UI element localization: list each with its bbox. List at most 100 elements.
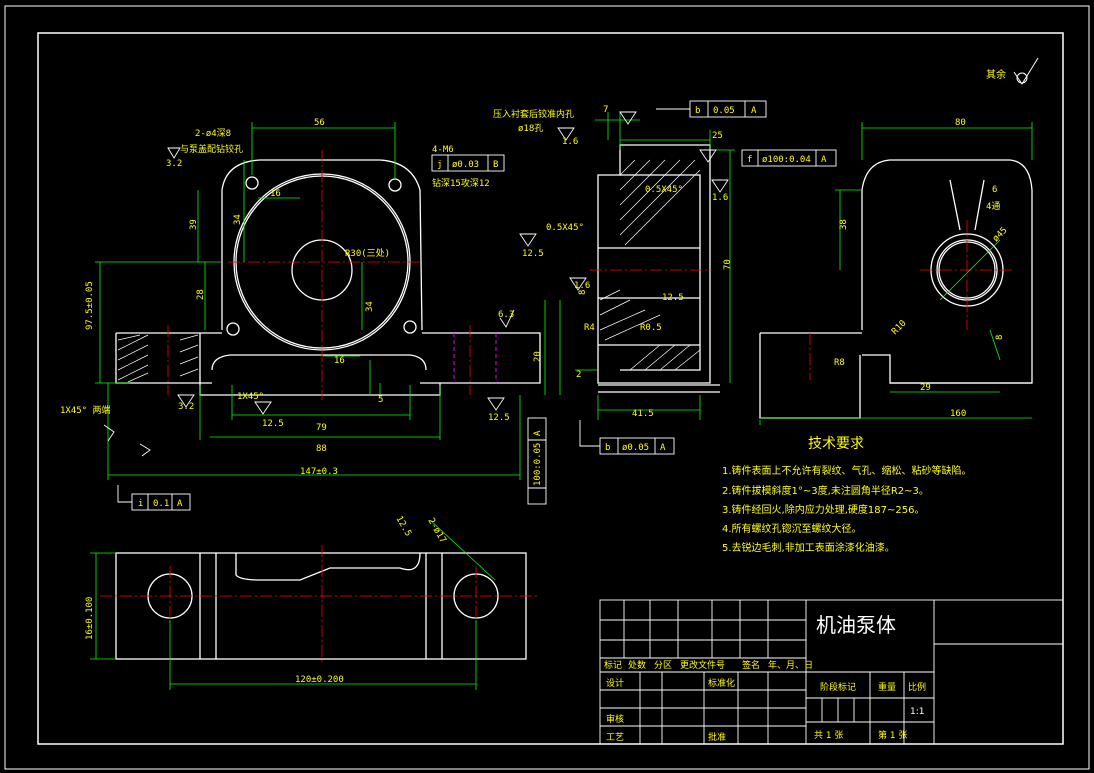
svg-text:标记: 标记 <box>604 659 622 671</box>
tol-i-datum: A <box>177 499 183 509</box>
svg-text:120±0.200: 120±0.200 <box>295 675 344 685</box>
bottom-view <box>115 552 527 660</box>
svg-text:4-M6: 4-M6 <box>432 145 454 155</box>
front-view-dim-texts: 56 16 34 39 28 34 16 79 88 147±0.3 97.5±… <box>60 118 490 477</box>
outer-frame <box>4 5 1090 770</box>
front-view <box>115 159 541 396</box>
svg-text:压入衬套后铰准内孔: 压入衬套后铰准内孔 <box>493 108 574 120</box>
rough-sec-2: 12.5 <box>522 249 544 259</box>
svg-text:工艺: 工艺 <box>606 732 624 743</box>
svg-text:2: 2 <box>576 370 581 380</box>
rough-front-2: 3.2 <box>178 402 194 412</box>
svg-text:ø18孔: ø18孔 <box>518 123 543 134</box>
tolerance-frame-vertical <box>527 417 547 505</box>
svg-text:12.5: 12.5 <box>393 515 413 539</box>
svg-text:16: 16 <box>270 189 281 199</box>
svg-text:88: 88 <box>316 444 327 454</box>
roughness-marks-front <box>103 147 515 457</box>
svg-text:更改文件号: 更改文件号 <box>680 659 725 671</box>
inner-frame <box>37 32 1064 745</box>
front-view-centerlines <box>167 150 471 400</box>
svg-text:R0.5: R0.5 <box>640 323 662 333</box>
svg-text:R8: R8 <box>834 358 845 368</box>
tol-i-letter: i <box>138 499 143 509</box>
tol-b-bottom-datum: A <box>660 443 666 453</box>
roughness-symbol-rest <box>1013 57 1039 85</box>
front-view-hatch <box>117 334 199 383</box>
svg-text:38: 38 <box>839 219 849 230</box>
tol-b-top-value: 0.05 <box>713 106 735 116</box>
svg-text:34: 34 <box>365 301 375 312</box>
side-view-centerlines <box>809 220 1015 380</box>
svg-text:16±0.100: 16±0.100 <box>85 597 95 640</box>
svg-text:批准: 批准 <box>708 731 726 743</box>
svg-text:处数: 处数 <box>628 659 646 671</box>
svg-text:1X45° 两端: 1X45° 两端 <box>60 404 111 416</box>
svg-text:第 1 张: 第 1 张 <box>878 729 907 741</box>
tol-b-bottom-value: ø0.05 <box>622 443 649 453</box>
part-name: 机油泵体 <box>816 613 896 637</box>
svg-text:年、月、日: 年、月、日 <box>768 659 813 671</box>
svg-text:5: 5 <box>378 395 383 405</box>
rough-front-5: 6.3 <box>498 310 514 320</box>
svg-text:钻深15攻深12: 钻深15攻深12 <box>432 177 490 189</box>
svg-text:与泵盖配钻铰孔: 与泵盖配钻铰孔 <box>180 143 243 155</box>
svg-text:8: 8 <box>578 290 588 295</box>
svg-text:80: 80 <box>955 118 966 128</box>
tech-req-list: 1.铸件表面上不允许有裂纹、气孔、缩松、粘砂等缺陷。 2.铸件拔模斜度1°~3度… <box>722 464 972 554</box>
svg-text:0.5X45°: 0.5X45° <box>645 185 683 195</box>
svg-text:34: 34 <box>233 214 243 225</box>
svg-text:39: 39 <box>189 219 199 230</box>
tol-vert-datum: A <box>533 430 543 436</box>
tol-i-value: 0.1 <box>153 499 169 509</box>
svg-text:160: 160 <box>950 409 966 419</box>
svg-text:28: 28 <box>196 289 206 300</box>
svg-text:97.5±0.05: 97.5±0.05 <box>85 281 95 330</box>
svg-text:16: 16 <box>334 356 345 366</box>
svg-text:ø45: ø45 <box>991 226 1010 245</box>
svg-text:签名: 签名 <box>742 659 760 671</box>
svg-text:4通: 4通 <box>986 201 1000 212</box>
tol-f-letter: f <box>747 155 752 165</box>
svg-text:25: 25 <box>712 131 723 141</box>
svg-text:147±0.3: 147±0.3 <box>300 467 338 477</box>
tol-j-datum: B <box>493 160 498 170</box>
side-view-dims <box>759 122 1033 425</box>
tolerance-frame-f <box>741 149 837 167</box>
svg-text:70: 70 <box>723 259 733 270</box>
rough-front-4: 12.5 <box>488 413 510 423</box>
tol-j-value: ø0.03 <box>452 160 479 170</box>
bottom-view-dims <box>90 519 496 690</box>
front-view-hidden-lines <box>453 333 497 383</box>
tolerance-frame-b-top <box>656 100 767 118</box>
svg-text:8: 8 <box>995 335 1005 340</box>
tech-req-title: 技术要求 <box>808 436 864 452</box>
svg-text:0.5X45°: 0.5X45° <box>546 223 584 233</box>
svg-text:标准化: 标准化 <box>708 677 735 689</box>
svg-text:20: 20 <box>533 351 543 362</box>
tech-req-item: 1.铸件表面上不允许有裂纹、气孔、缩松、粘砂等缺陷。 <box>722 464 972 477</box>
svg-text:29: 29 <box>920 383 931 393</box>
svg-text:2-ø17: 2-ø17 <box>425 517 447 545</box>
rough-front-1: 3.2 <box>166 159 182 169</box>
rough-sec-5: 12.5 <box>662 293 684 303</box>
section-view <box>597 144 720 393</box>
svg-text:重量: 重量 <box>878 681 896 693</box>
section-view-dims <box>544 112 735 420</box>
bottom-view-centerlines <box>100 545 540 665</box>
rough-sec-1: 1.6 <box>562 137 578 147</box>
front-view-dimension-lines <box>95 122 521 480</box>
svg-text:6: 6 <box>992 185 997 195</box>
svg-text:R4: R4 <box>584 323 595 333</box>
rest-mark-label: 其余 <box>986 68 1006 81</box>
tolerance-frame-j <box>431 154 505 172</box>
tolerance-frame-i <box>117 485 191 511</box>
svg-text:79: 79 <box>316 423 327 433</box>
roughness-marks-section <box>519 111 729 291</box>
tech-req-item: 3.铸件经回火,除内应力处理,硬度187~256。 <box>722 503 924 516</box>
svg-text:共 1 张: 共 1 张 <box>814 730 843 741</box>
tol-b-top-letter: b <box>695 106 700 116</box>
tol-b-top-datum: A <box>751 106 757 116</box>
title-block-texts: 标记 处数 分区 更改文件号 签名 年、月、日 设计 标准化 审核 工艺 批准 … <box>604 659 926 743</box>
